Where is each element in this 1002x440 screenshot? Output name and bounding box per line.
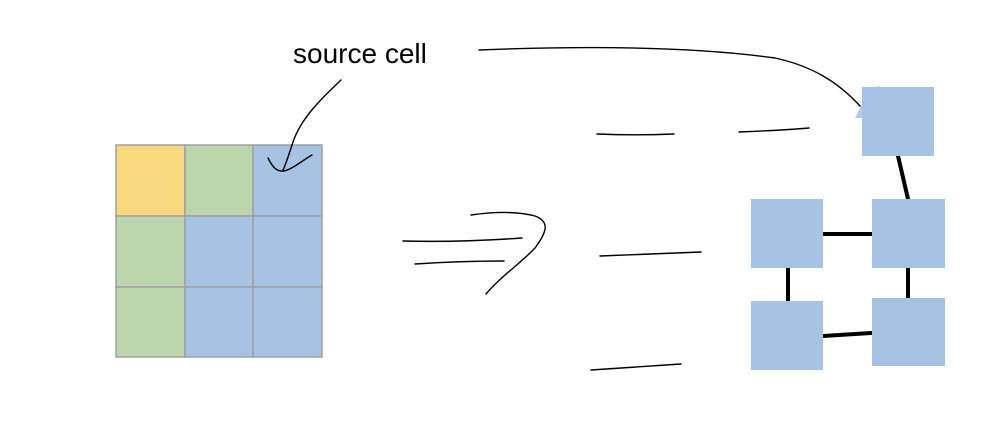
grid-cell-1-2 bbox=[252, 215, 323, 288]
graph-nodes bbox=[751, 87, 945, 370]
grid-cell-0-0 bbox=[115, 144, 186, 217]
graph-node bbox=[872, 199, 945, 268]
grid bbox=[115, 144, 323, 358]
graph-node bbox=[872, 298, 945, 366]
dash-lines bbox=[590, 127, 810, 371]
source-node-highlight bbox=[855, 86, 880, 118]
grid-cell-1-0 bbox=[115, 215, 186, 288]
label-to-grid-arrow bbox=[267, 79, 342, 172]
graph-node bbox=[751, 301, 823, 370]
grid-cell-1-1 bbox=[184, 215, 254, 288]
grid-cell-2-2 bbox=[252, 286, 323, 358]
graph-node bbox=[751, 199, 823, 268]
graph-edges bbox=[786, 154, 910, 338]
implies-arrow bbox=[402, 211, 546, 295]
grid-cell-2-1 bbox=[184, 286, 254, 358]
source-cell-label: source cell bbox=[293, 38, 427, 69]
graph-edge bbox=[821, 331, 873, 338]
label-to-graph-arrow bbox=[478, 46, 885, 113]
graph-edge bbox=[896, 154, 910, 201]
grid-cell-0-1 bbox=[184, 144, 254, 217]
grid-cell-2-0 bbox=[115, 286, 186, 358]
